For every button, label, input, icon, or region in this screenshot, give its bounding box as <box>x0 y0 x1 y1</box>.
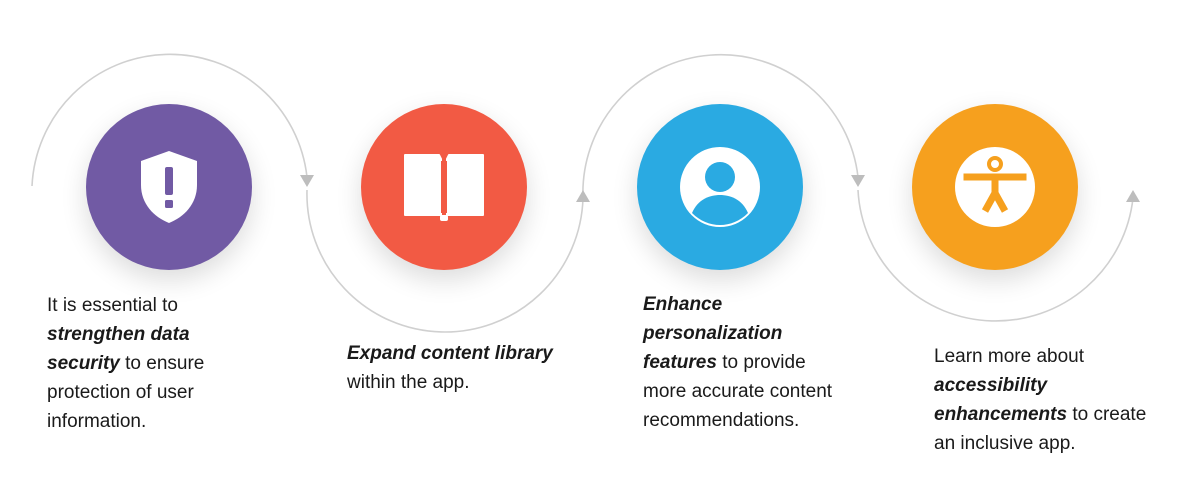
arc-1-top <box>31 53 308 187</box>
shield-exclamation-icon <box>141 151 197 223</box>
step-1-bold: strengthen data security <box>47 324 190 374</box>
step-1-pre: It is essential to <box>47 295 178 316</box>
step-4-pre: Learn more about <box>934 346 1084 367</box>
step-1-post: to ensure protection of user information… <box>47 353 205 432</box>
step-2-circle <box>361 104 527 270</box>
arc-3-top <box>582 53 859 199</box>
user-profile-icon <box>680 147 760 227</box>
step-2-caption: Expand content library within the app. <box>347 339 577 397</box>
step-3-bold: Enhance personalization features <box>643 294 783 373</box>
step-4-bold: accessibility enhancements <box>934 375 1068 425</box>
open-book-icon <box>404 154 484 221</box>
step-3-caption: Enhance personalization features to prov… <box>643 290 843 435</box>
step-1-caption: It is essential to strengthen data secur… <box>47 291 247 436</box>
step-4-post: to create an inclusive app. <box>934 404 1147 454</box>
step-3-post: to provide more accurate content recomme… <box>643 352 833 431</box>
step-4-circle <box>912 104 1078 270</box>
arrow-up-2-icon <box>576 190 590 202</box>
step-2-bold: Expand content library <box>347 343 553 364</box>
step-3-circle <box>637 104 803 270</box>
arrow-down-3-icon <box>851 175 865 187</box>
arrow-down-1-icon <box>300 175 314 187</box>
step-4-caption: Learn more about accessibility enhanceme… <box>934 342 1164 458</box>
accessibility-icon <box>955 147 1035 227</box>
step-1-circle <box>86 104 252 270</box>
arc-2-bottom <box>306 189 584 333</box>
arrow-up-4-icon <box>1126 190 1140 202</box>
arc-4-bottom <box>857 189 1134 322</box>
step-2-post: within the app. <box>347 372 470 393</box>
